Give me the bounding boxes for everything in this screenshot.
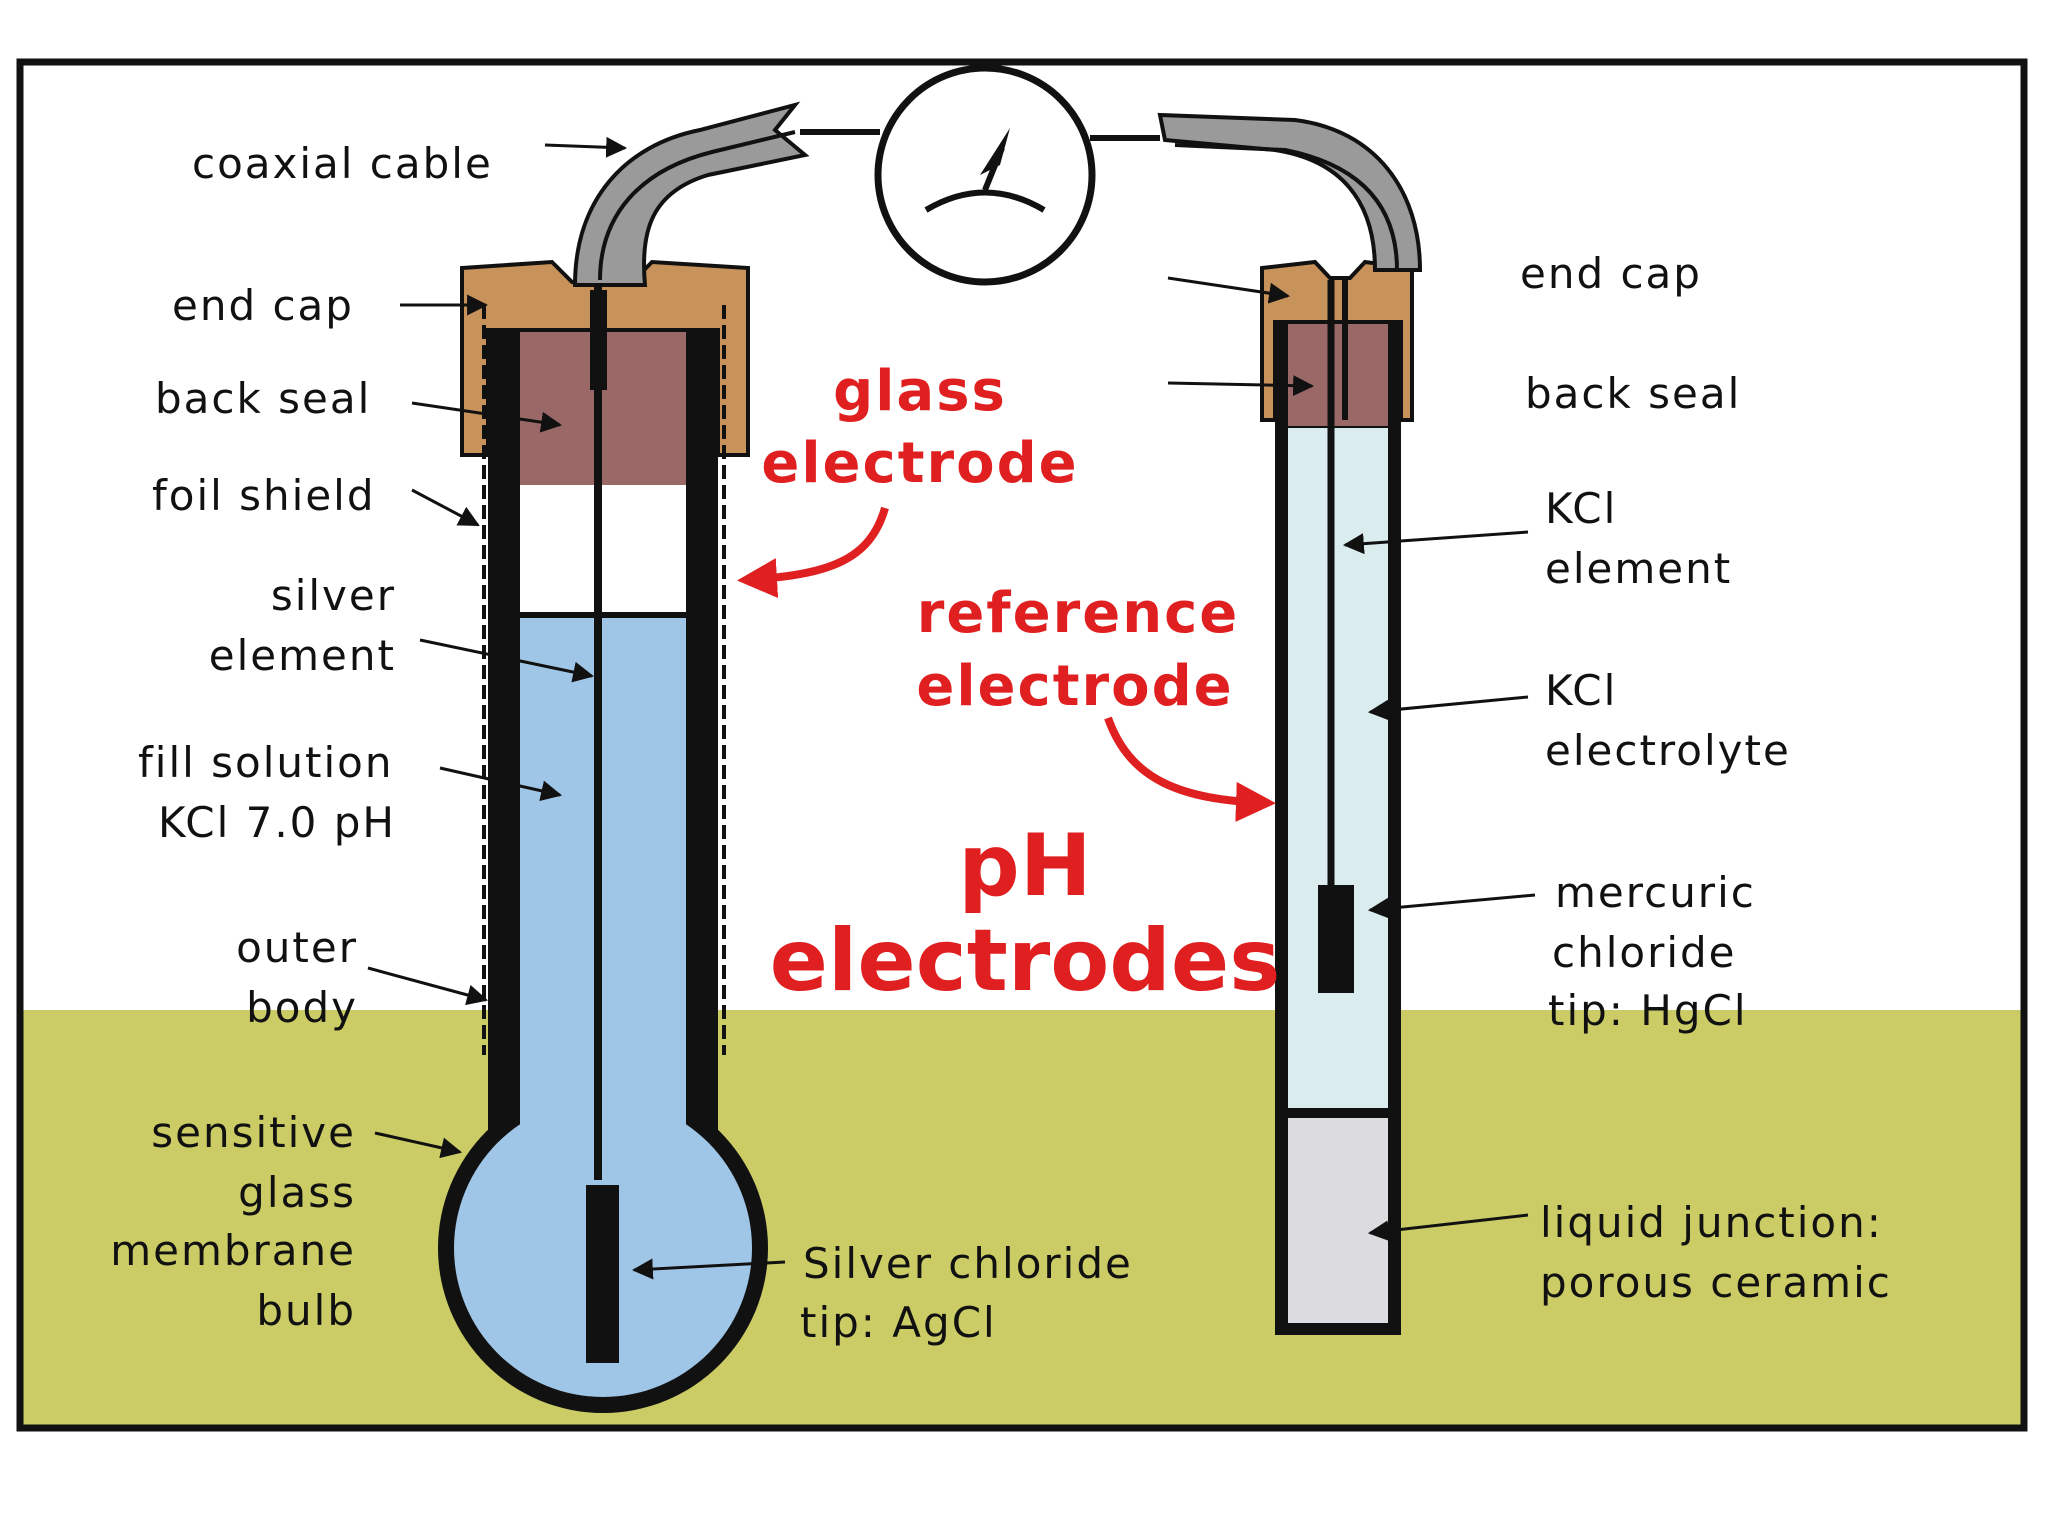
reference-electrode [1260,259,1414,1335]
label-reference-end-cap: end cap [1520,249,1702,298]
reference-coaxial-cable [1157,112,1423,272]
label-bulb-3: membrane [110,1226,356,1275]
red-titles: glass electrode reference electrode pH e… [761,359,1280,1011]
label-liquid-junction-1: liquid junction: [1540,1198,1883,1247]
title-main-1: pH [958,816,1092,916]
label-kcl-element-1: KCl [1545,484,1617,533]
label-kcl-electrolyte-2: electrolyte [1545,726,1791,775]
reference-electrode-labels: end cap back seal KCl element KCl electr… [1520,249,1892,1307]
label-outer-body-1: outer [236,923,358,972]
label-fill-solution-2: KCl 7.0 pH [158,798,396,847]
label-fill-solution-1: fill solution [138,738,393,787]
title-glass-1: glass [833,359,1007,424]
glass-air-gap [520,485,686,615]
label-bulb-2: glass [238,1168,356,1217]
title-reference-1: reference [917,581,1240,646]
title-glass-2: electrode [761,431,1078,496]
reference-end-cap [1260,259,1414,422]
label-mercuric-1: mercuric [1555,868,1756,917]
label-silver-chloride-2: tip: AgCl [800,1298,997,1347]
label-kcl-element-2: element [1545,544,1732,593]
label-silver-element-1: silver [271,571,396,620]
title-reference-2: electrode [916,654,1233,719]
silver-chloride-tip [586,1185,619,1363]
glass-fill-solution [520,615,686,1175]
label-mercuric-2: chloride [1552,928,1737,977]
label-foil-shield: foil shield [152,471,376,520]
glass-wire-top [590,290,607,390]
label-kcl-electrolyte-1: KCl [1545,666,1617,715]
label-liquid-junction-2: porous ceramic [1540,1258,1892,1307]
voltmeter-dial-icon [874,64,1096,286]
reference-leader-lines [1167,276,1536,1242]
glass-electrode [438,259,768,1413]
coaxial-cables [572,101,1423,287]
glass-leader-lines [367,136,786,1280]
reference-kcl-fill [1288,428,1388,1108]
label-bulb-4: bulb [256,1286,356,1335]
label-reference-back-seal: back seal [1525,369,1741,418]
porous-ceramic-junction [1288,1118,1388,1323]
reference-title-red-arrow [1104,716,1276,822]
glass-title-red-arrow [737,506,889,599]
label-coaxial-cable: coaxial cable [192,139,493,188]
label-mercuric-3: tip: HgCl [1548,986,1748,1035]
title-main-2: electrodes [770,911,1281,1011]
diagram-frame [16,58,2028,1432]
mercuric-chloride-tip [1318,885,1354,993]
reference-back-seal [1288,322,1388,426]
label-glass-back-seal: back seal [155,374,371,423]
ground-background [20,1010,2024,1428]
label-silver-chloride-1: Silver chloride [803,1239,1133,1288]
glass-electrode-labels: coaxial cable end cap back seal foil shi… [110,139,1133,1347]
glass-end-cap [460,259,750,457]
label-bulb-1: sensitive [151,1108,356,1157]
label-outer-body-2: body [246,983,358,1032]
label-glass-end-cap: end cap [172,281,354,330]
glass-coaxial-cable [572,101,810,287]
label-silver-element-2: element [209,631,396,680]
